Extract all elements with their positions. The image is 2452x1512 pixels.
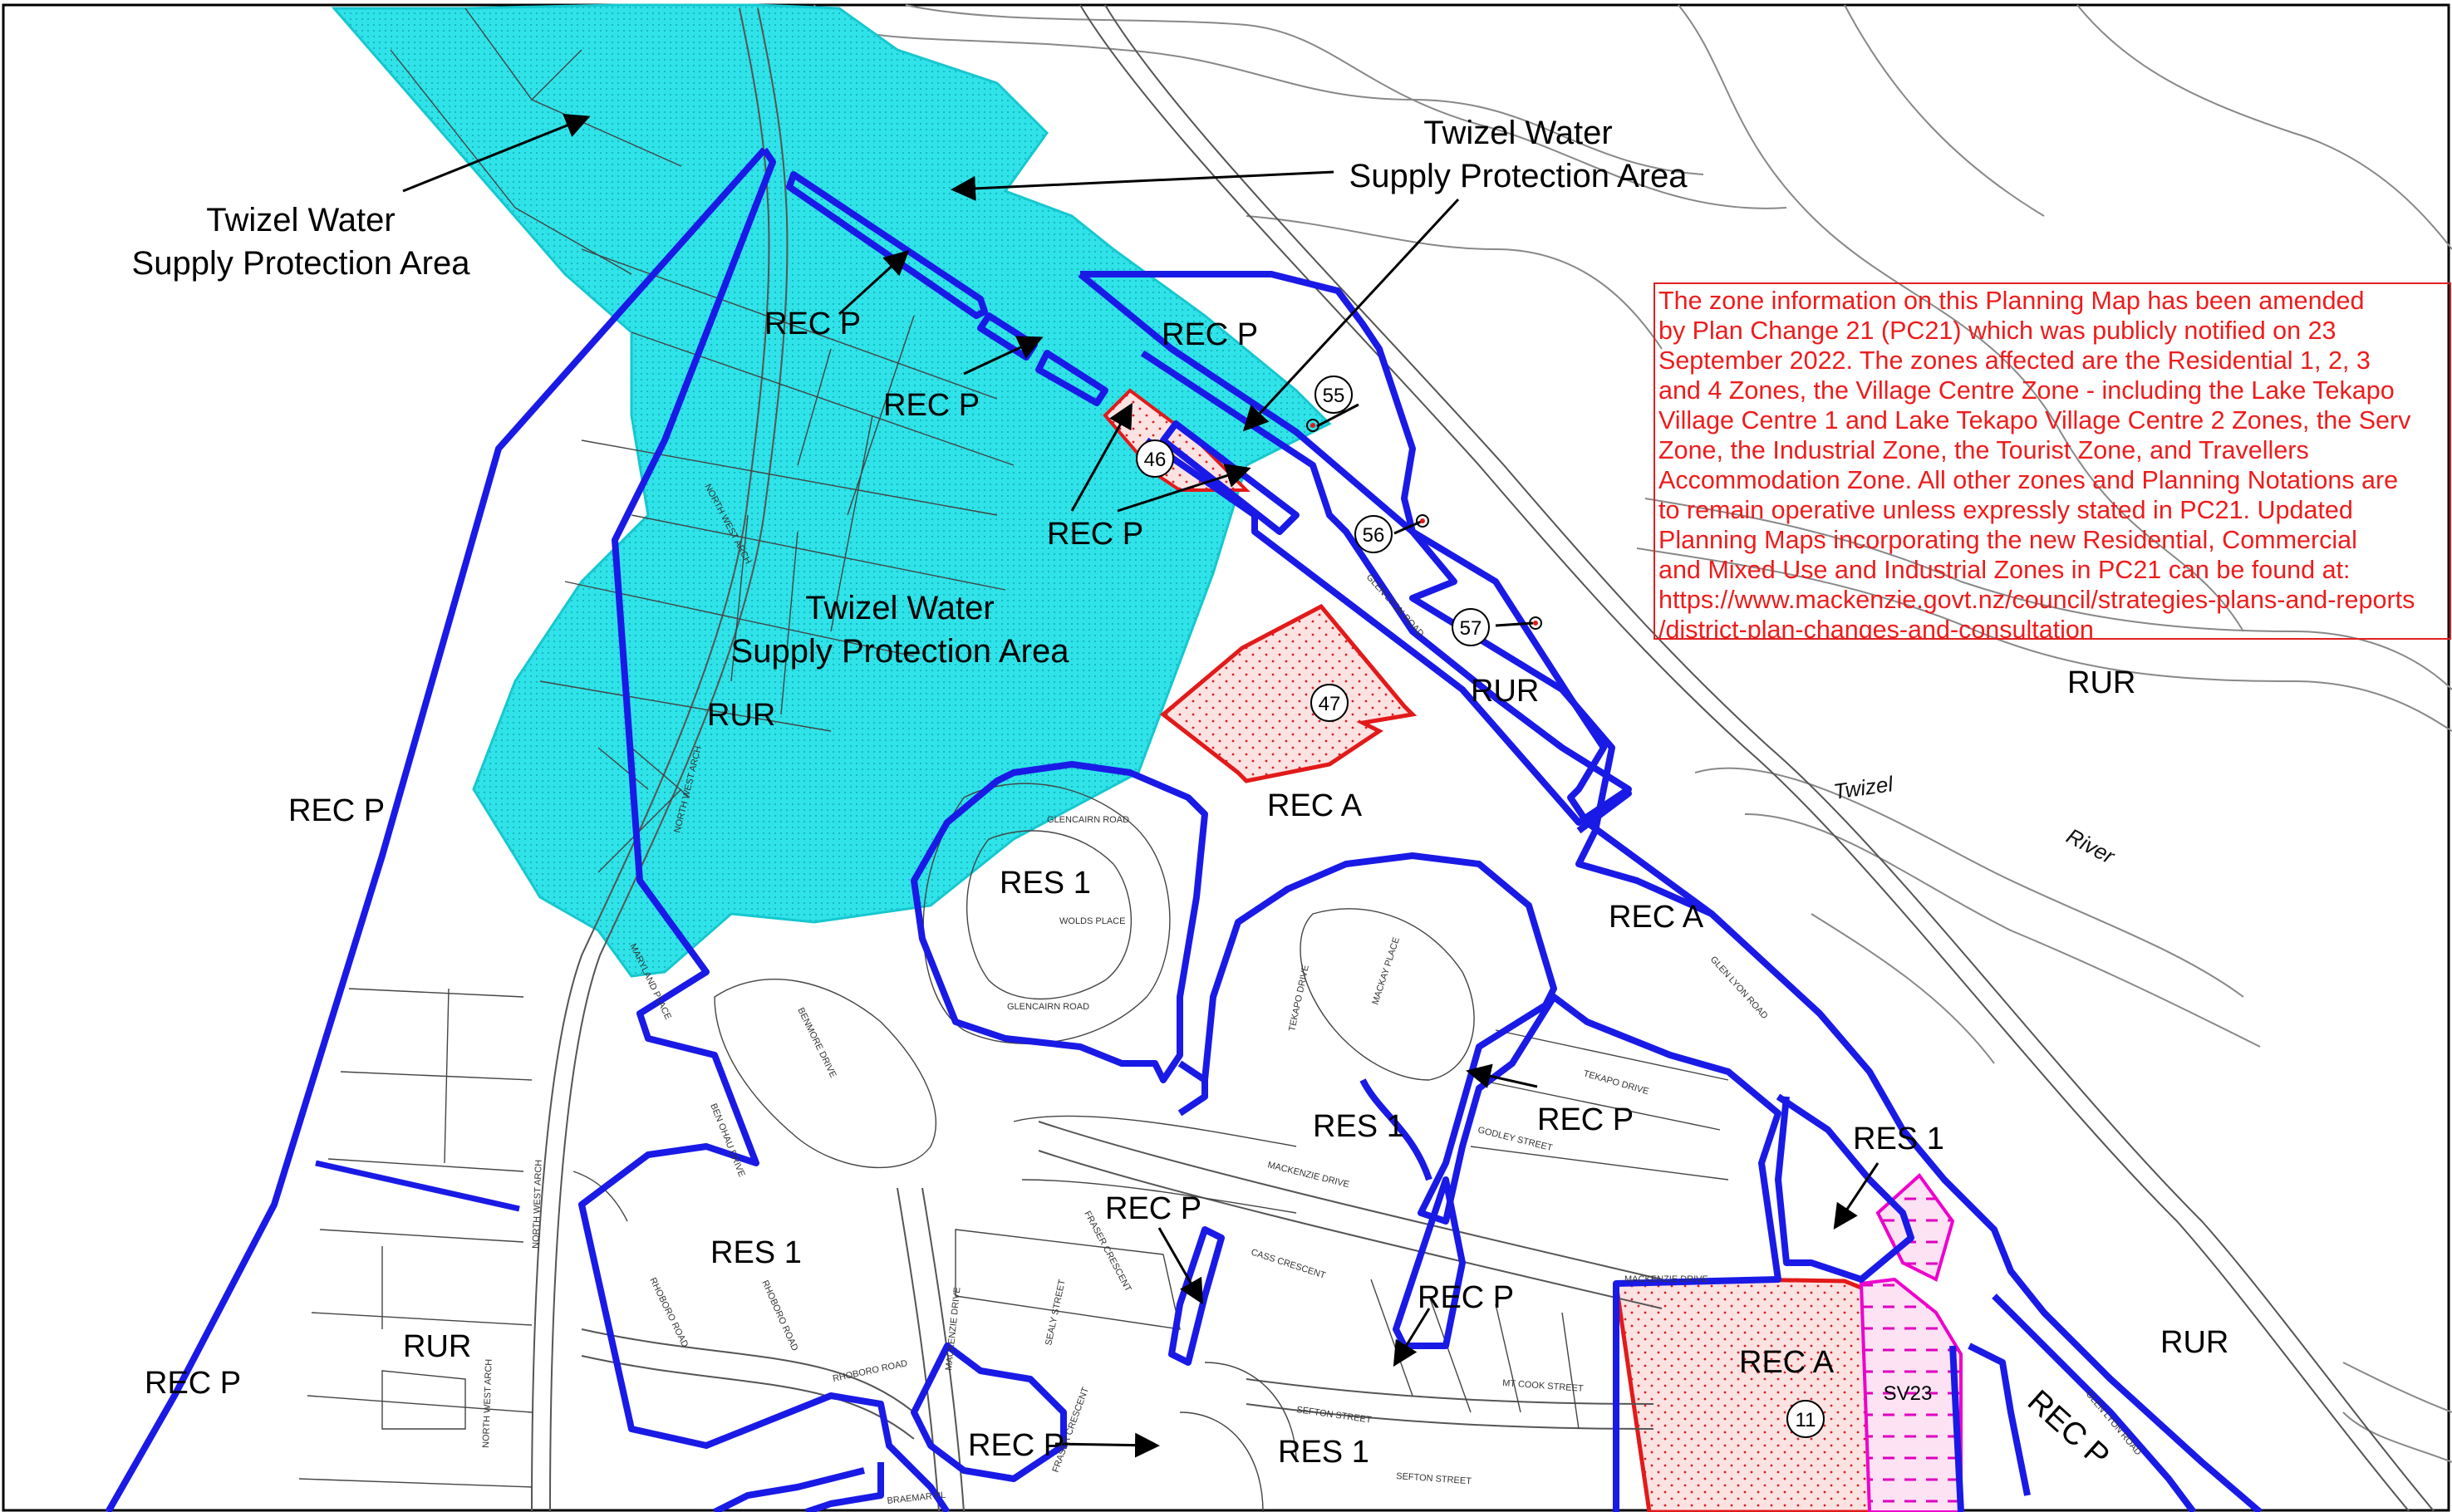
zone-label-rec-p: REC P: [145, 1366, 241, 1401]
street-label: RHOBORO ROAD: [647, 1276, 690, 1349]
protection-label-west-1: Twizel Water: [206, 202, 395, 238]
street-label: MACKENZIE DRIVE: [1624, 1274, 1708, 1284]
rec-a-overlays: [1103, 388, 1963, 1512]
zone-label-rec-p: REC P: [968, 1428, 1064, 1463]
notation-47-label: 47: [1319, 693, 1341, 715]
zone-label-rur: RUR: [707, 698, 775, 733]
notation-46-marker: [1136, 439, 1174, 478]
notation-56-label: 56: [1363, 524, 1385, 547]
terrain-contours: [813, 4, 2452, 1463]
street-label: CASS CRESCENT: [1250, 1247, 1327, 1280]
zone-label-rec-p: REC P: [1105, 1191, 1201, 1226]
street-label: RHOBORO ROAD: [759, 1279, 799, 1352]
street-label: WOLDS PLACE: [1059, 916, 1125, 926]
roads: [531, 4, 2435, 1512]
notation-55-marker: [1314, 376, 1353, 414]
street-label: GLEN LYON ROAD: [1364, 572, 1426, 639]
notation-11-label: 11: [1796, 1409, 1816, 1431]
label-leaders: [402, 113, 1880, 1458]
zone-label-rec-p: REC P: [764, 307, 861, 341]
street-label: GLENCAIRN ROAD: [1047, 815, 1129, 825]
zone-label-rec-p: REC P: [2021, 1383, 2115, 1474]
zone-boundaries: [105, 147, 2263, 1512]
zone-label-rec-p: REC P: [288, 793, 385, 828]
protection-label-west-2: Supply Protection Area: [132, 245, 471, 282]
zone-label-res-1: RES 1: [1853, 1122, 1944, 1156]
notation-11-marker: [1786, 1400, 1825, 1438]
street-label: BENMORE DRIVE: [795, 1006, 838, 1079]
protection-label-centre-2: Supply Protection Area: [731, 633, 1070, 670]
map-frame: [2, 3, 2450, 1512]
zone-label-rec-p: REC P: [1162, 317, 1258, 352]
protection-label-centre-1: Twizel Water: [805, 590, 994, 626]
street-label: NORTH WEST ARCH: [531, 1160, 544, 1249]
street-label: TEKAPO DRIVE: [1582, 1068, 1649, 1097]
svg-text:River: River: [2062, 823, 2120, 870]
street-label: MACKENZIE DRIVE: [1266, 1160, 1350, 1190]
street-label: SEFTON STREET: [1396, 1471, 1472, 1486]
zone-label-res-1: RES 1: [1278, 1435, 1369, 1470]
notation-57-marker: [1452, 608, 1490, 646]
zone-label-rur: RUR: [403, 1329, 471, 1364]
zone-label-rec-p: REC P: [1537, 1102, 1634, 1137]
notation-markers: 55 56 57 46 47 11 SV23: [1136, 376, 1933, 1438]
notation-47-marker: [1310, 684, 1349, 722]
street-label: NORTH WEST ARCH: [481, 1359, 494, 1449]
zone-label-rec-a: REC A: [1609, 900, 1704, 935]
street-label: BEN OHAU DRIVE: [708, 1102, 746, 1179]
notation-56-marker: [1354, 515, 1393, 553]
notation-46-label: 46: [1144, 449, 1167, 471]
zone-label-rec-a: REC A: [1739, 1345, 1835, 1380]
zone-boundaries-thin: [315, 1160, 520, 1212]
zone-label-rec-a: REC A: [1267, 788, 1363, 823]
zone-label-rur: RUR: [2067, 665, 2135, 700]
protection-label-north-2: Supply Protection Area: [1349, 158, 1688, 194]
zone-label-rec-p: REC P: [1047, 517, 1143, 552]
residential-subdivisions: [714, 783, 1729, 1512]
protection-area-labels: Twizel Water Supply Protection Area Twiz…: [132, 115, 1688, 670]
zone-label-res-1: RES 1: [1000, 866, 1091, 901]
sv23-label: SV23: [1884, 1382, 1933, 1405]
protection-label-north-1: Twizel Water: [1423, 115, 1612, 151]
street-label: GLENCAIRN ROAD: [1007, 1002, 1089, 1012]
zone-label-rur: RUR: [2160, 1325, 2228, 1360]
street-label: GLEN LYON ROAD: [1708, 955, 1770, 1021]
property-parcels: [298, 7, 1015, 1488]
zone-label-rec-p: REC P: [1418, 1280, 1514, 1315]
svg-text:Twizel: Twizel: [1832, 771, 1895, 804]
street-label: TEKAPO DRIVE: [1287, 965, 1311, 1033]
notation-57-label: 57: [1460, 617, 1482, 640]
zone-label-res-1: RES 1: [710, 1235, 802, 1270]
zone-label-rur: RUR: [1471, 674, 1539, 709]
zone-label-rec-p: REC P: [883, 388, 980, 423]
plan-change-notice: The zone information on this Planning Ma…: [1654, 282, 2451, 640]
street-label: SEFTON STREET: [1296, 1405, 1373, 1426]
street-label: MACKAY PLACE: [1370, 936, 1402, 1006]
zone-label-res-1: RES 1: [1313, 1109, 1404, 1144]
notation-55-label: 55: [1323, 385, 1345, 407]
street-label: RHOBORO ROAD: [832, 1358, 908, 1384]
street-label: BRAEMAR PL: [887, 1490, 946, 1506]
